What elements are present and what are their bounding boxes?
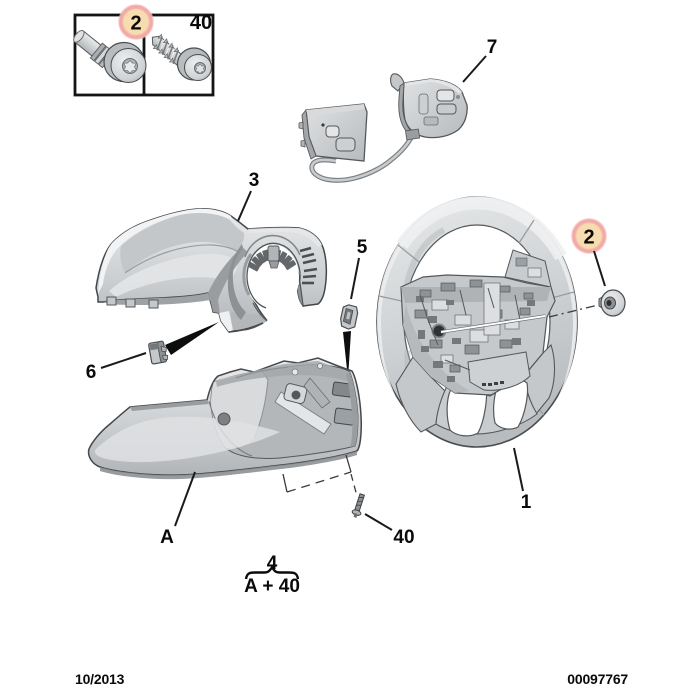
svg-text:4: 4 bbox=[267, 553, 278, 574]
svg-text:40: 40 bbox=[190, 12, 212, 34]
svg-text:2: 2 bbox=[130, 13, 141, 35]
svg-text:1: 1 bbox=[521, 492, 532, 513]
svg-text:3: 3 bbox=[249, 170, 260, 191]
svg-text:10/2013: 10/2013 bbox=[75, 671, 125, 687]
svg-text:40: 40 bbox=[393, 527, 414, 548]
svg-text:7: 7 bbox=[487, 37, 498, 58]
svg-text:6: 6 bbox=[86, 362, 97, 383]
svg-text:A: A bbox=[160, 527, 174, 548]
svg-text:00097767: 00097767 bbox=[567, 671, 628, 687]
svg-text:2: 2 bbox=[583, 227, 594, 249]
svg-text:5: 5 bbox=[357, 237, 368, 258]
svg-text:A + 40: A + 40 bbox=[244, 576, 300, 597]
